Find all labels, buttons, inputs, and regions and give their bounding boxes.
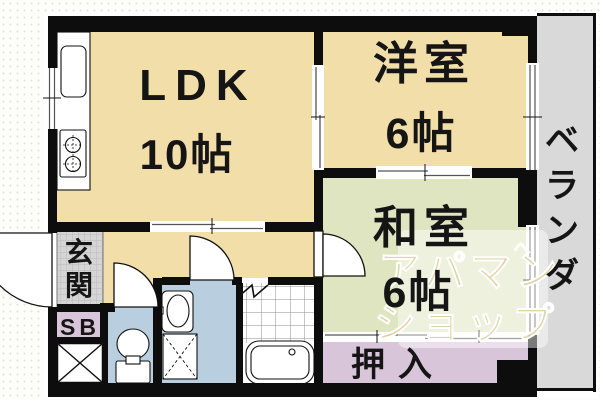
watermark-accent: へ bbox=[514, 239, 535, 258]
entrance-genkan-floor bbox=[56, 230, 104, 309]
bathroom-tile-floor bbox=[243, 283, 315, 343]
entrance-door-swing-icon bbox=[0, 232, 53, 308]
fusuma-japanese-closet-icon bbox=[323, 330, 528, 343]
entrance-label: 玄関 bbox=[65, 236, 93, 301]
bathroom-folding-door-icon bbox=[237, 283, 269, 299]
shoebox-label: SB bbox=[60, 314, 100, 340]
japanese-room-door-leaf bbox=[313, 230, 324, 278]
watermark-box bbox=[398, 230, 548, 348]
watermark-line1: アパマン bbox=[378, 248, 561, 295]
pipe-space-x-icon bbox=[55, 341, 105, 385]
ldk-size-label: 10帖 bbox=[140, 131, 235, 178]
toilet-door-swing-icon bbox=[113, 262, 159, 308]
sliding-door-ldk-hall-icon bbox=[150, 218, 265, 234]
closet-label: 押入 bbox=[351, 346, 445, 384]
room-veranda bbox=[537, 16, 593, 388]
watermark-line2: ショップ bbox=[374, 300, 558, 347]
veranda-label: ベランダ bbox=[545, 122, 579, 295]
western-room-size-label: 6帖 bbox=[386, 110, 457, 158]
window-western-veranda-icon bbox=[523, 63, 542, 170]
two-burner-stove-icon bbox=[59, 129, 87, 178]
walls bbox=[48, 13, 596, 397]
bathtub-icon bbox=[245, 340, 315, 385]
room-western bbox=[323, 32, 528, 170]
room-ldk bbox=[57, 32, 314, 222]
watermark: アパマン へ ショップ bbox=[374, 230, 561, 348]
sliding-door-western-japanese-icon bbox=[376, 164, 472, 181]
kitchen-sink-icon bbox=[60, 45, 87, 98]
japanese-room-size-label: 6帖 bbox=[383, 269, 454, 317]
washbasin-icon bbox=[154, 290, 194, 333]
western-room-label: 洋室 bbox=[373, 38, 475, 89]
window-japanese-veranda-icon bbox=[523, 225, 542, 335]
window-left-kitchen-icon bbox=[43, 68, 61, 129]
washroom-door-swing-icon bbox=[189, 235, 235, 281]
openings bbox=[43, 63, 542, 343]
ldk-label: LDK bbox=[139, 61, 256, 110]
japanese-room-door-swing-icon bbox=[322, 233, 366, 277]
sliding-door-ldk-western-icon bbox=[311, 65, 325, 170]
washing-machine-pan-icon bbox=[162, 333, 198, 380]
japanese-room-label: 和室 bbox=[373, 202, 475, 253]
shoebox-area bbox=[57, 311, 103, 339]
toilet-icon bbox=[115, 328, 151, 384]
